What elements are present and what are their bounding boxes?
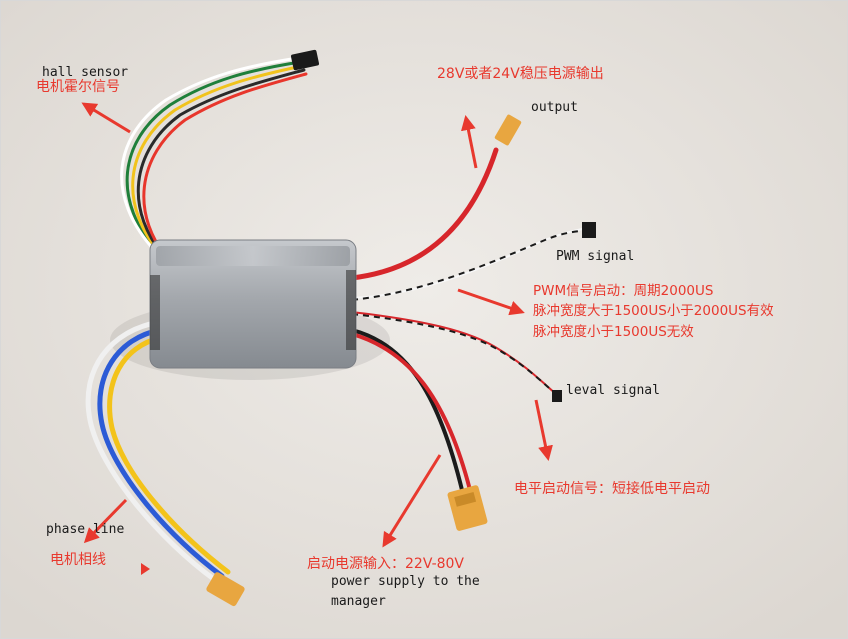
phase-line-wires	[85, 319, 231, 583]
arrow-level	[534, 399, 553, 461]
power-supply-label-1: power supply to the	[331, 574, 480, 589]
output-wire	[349, 147, 499, 281]
small-red-triangle	[141, 563, 150, 575]
power-supply-label-2: manager	[331, 594, 386, 609]
power-input-wire	[350, 328, 472, 492]
phase-line-label: phase line	[46, 522, 125, 537]
power-connector	[447, 485, 488, 531]
arrow-power	[382, 454, 442, 548]
pwm-cn-label-1: PWM信号启动：周期2000US	[533, 283, 714, 299]
arrow-output	[460, 115, 478, 169]
pwm-connector	[582, 222, 596, 238]
level-connector	[552, 390, 562, 402]
hall-sensor-harness	[120, 56, 308, 266]
arrow-pwm	[457, 288, 525, 316]
level-signal-label: leval signal	[566, 383, 660, 398]
level-cn-label: 电平启动信号：短接低电平启动	[514, 481, 710, 497]
pwm-cn-label-3: 脉冲宽度小于1500US无效	[533, 324, 694, 340]
hall-sensor-label: hall sensor	[42, 65, 129, 80]
arrow-phase	[83, 498, 128, 544]
phase-line-cn-label: 电机相线	[50, 552, 106, 568]
pwm-cn-label-2: 脉冲宽度大于1500US小于2000US有效	[533, 303, 774, 319]
phase-connector	[206, 572, 245, 607]
hall-signal-cn-label: 电机霍尔信号	[36, 79, 120, 95]
level-signal-wire	[351, 311, 559, 397]
pwm-signal-wire	[351, 227, 591, 301]
pwm-signal-label: PWM signal	[556, 249, 635, 264]
power-input-cn-label: 启动电源输入：22V-80V	[307, 556, 465, 572]
output-connector	[494, 114, 522, 146]
controller-box	[149, 239, 357, 369]
output-label: output	[531, 100, 578, 115]
hall-connector	[290, 49, 320, 71]
arrow-hall	[81, 102, 131, 134]
output-cn-label: 28V或者24V稳压电源输出	[437, 66, 604, 82]
